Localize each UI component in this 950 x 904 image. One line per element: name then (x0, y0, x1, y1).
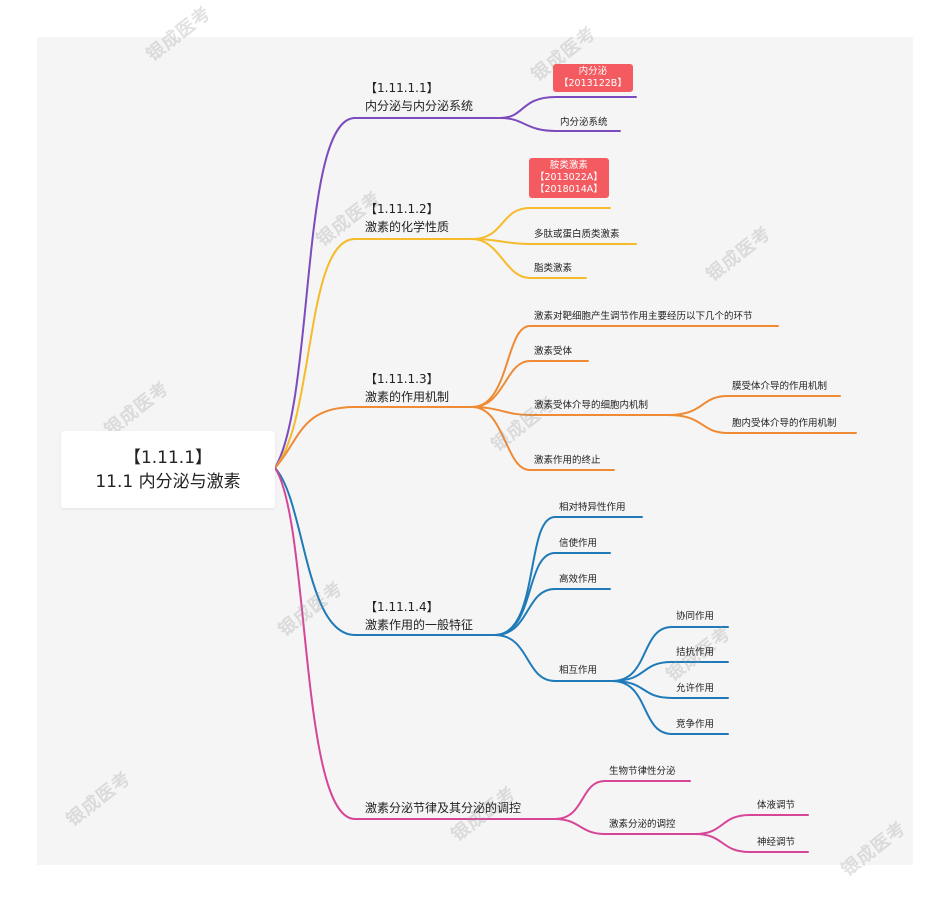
connector-b1 (274, 117, 501, 469)
node-b5-child[interactable]: 生物节律性分泌 (609, 766, 676, 777)
root-topic[interactable]: 【1.11.1】 11.1 内分泌与激素 (61, 431, 275, 508)
node-b4-child[interactable]: 高效作用 (559, 574, 598, 585)
root-title: 11.1 内分泌与激素 (95, 471, 241, 492)
connector-b5 (274, 467, 556, 820)
connector-b4 (274, 467, 496, 636)
node-b2-child[interactable]: 脂类激素 (534, 263, 573, 274)
node-b3-child[interactable]: 激素对靶细胞产生调节作用主要经历以下几个的环节 (534, 311, 753, 322)
connector-b3 (274, 406, 473, 469)
node-b3-sub[interactable]: 膜受体介导的作用机制 (732, 381, 828, 392)
branch-4-title[interactable]: 激素作用的一般特征 (365, 618, 474, 632)
tag-line: 【2018014A】 (535, 184, 603, 195)
branch-4-code: 【1.11.1.4】 (365, 600, 439, 614)
exam-tag-b2[interactable]: 胺类激素 【2013022A】 【2018014A】 (529, 158, 609, 198)
node-b4-sub[interactable]: 竞争作用 (676, 719, 715, 730)
root-code: 【1.11.1】 (123, 447, 213, 468)
node-b2-child[interactable]: 多肽或蛋白质类激素 (534, 229, 620, 240)
node-b4-sub[interactable]: 协同作用 (676, 611, 715, 622)
node-b1-child[interactable]: 内分泌系统 (560, 117, 608, 128)
connector-b2 (274, 238, 473, 469)
branch-2-title[interactable]: 激素的化学性质 (365, 220, 450, 234)
tag-line: 胺类激素 (549, 160, 588, 171)
branch-3-code: 【1.11.1.3】 (365, 372, 439, 386)
node-b5-child[interactable]: 激素分泌的调控 (609, 819, 676, 830)
node-b3-child[interactable]: 激素受体介导的细胞内机制 (534, 400, 649, 411)
node-b4-child[interactable]: 相对特异性作用 (559, 502, 626, 513)
node-b3-child[interactable]: 激素受体 (534, 346, 573, 357)
node-b3-child[interactable]: 激素作用的终止 (534, 455, 601, 466)
node-b4-sub[interactable]: 拮抗作用 (676, 647, 715, 658)
branch-3-title[interactable]: 激素的作用机制 (365, 390, 450, 404)
branch-1-code: 【1.11.1.1】 (365, 81, 439, 95)
node-b3-sub[interactable]: 胞内受体介导的作用机制 (732, 418, 837, 429)
node-b4-sub[interactable]: 允许作用 (676, 683, 715, 694)
tag-line: 【2013022A】 (535, 172, 603, 183)
tag-line: 内分泌 (578, 66, 608, 77)
node-b4-child[interactable]: 相互作用 (559, 665, 598, 676)
branch-2-code: 【1.11.1.2】 (365, 202, 439, 216)
exam-tag-b1[interactable]: 内分泌 【2013122B】 (553, 64, 633, 92)
branch-1-title[interactable]: 内分泌与内分泌系统 (365, 99, 474, 113)
node-b5-sub[interactable]: 神经调节 (757, 837, 796, 848)
branch-5-title[interactable]: 激素分泌节律及其分泌的调控 (365, 801, 522, 815)
node-b4-child[interactable]: 信使作用 (559, 538, 598, 549)
tag-line: 【2013122B】 (559, 78, 627, 89)
node-b5-sub[interactable]: 体液调节 (757, 800, 796, 811)
